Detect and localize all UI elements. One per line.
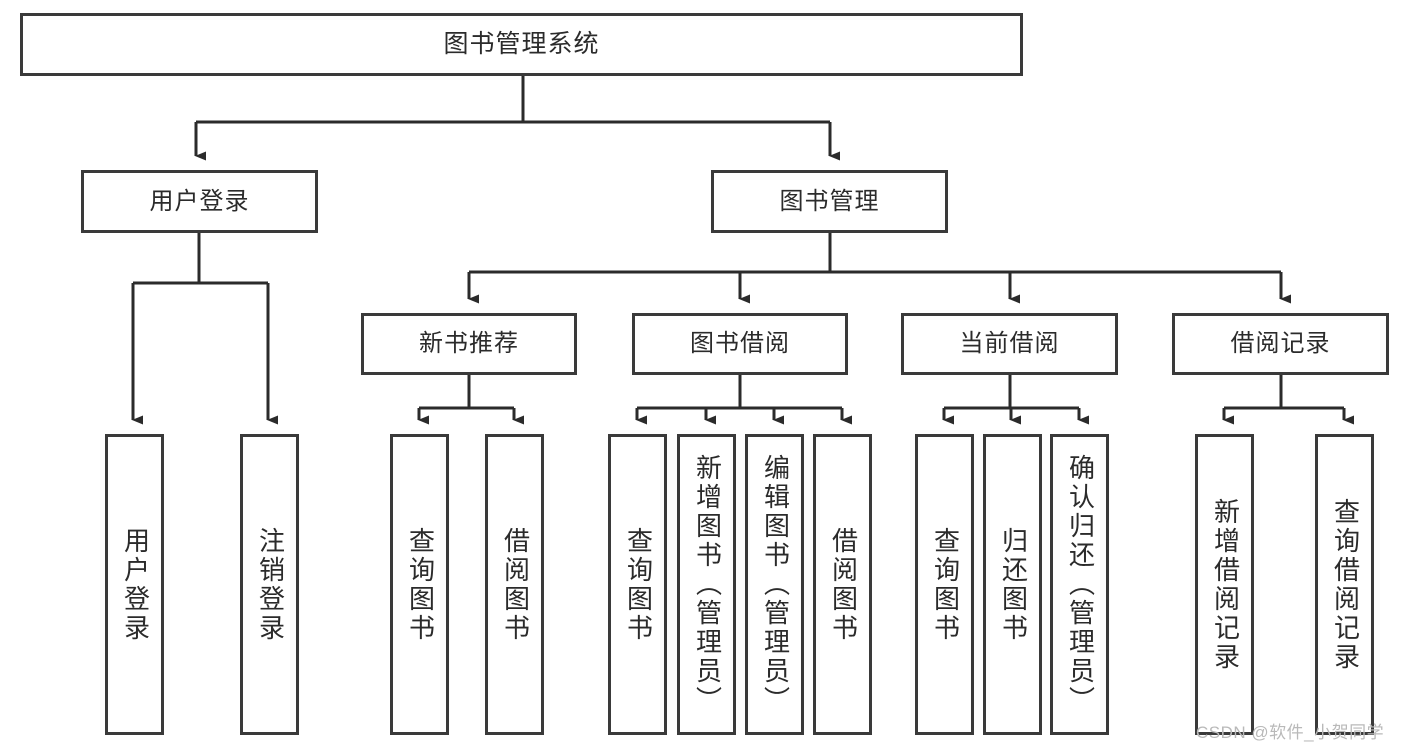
leaf-label: 查询图书	[930, 526, 961, 643]
node-book-borrow[interactable]: 图书借阅	[632, 313, 848, 375]
leaf-label: 新增借阅记录	[1210, 497, 1241, 672]
leaf-book-borrow-borrow[interactable]: 借阅图书	[813, 434, 872, 735]
leaf-user-login-login[interactable]: 用户登录	[105, 434, 164, 735]
leaf-borrow-record-add[interactable]: 新增借阅记录	[1195, 434, 1254, 735]
leaf-label: 查询图书	[405, 526, 436, 643]
leaf-book-borrow-edit[interactable]: 编辑图书（管理员）	[745, 434, 804, 735]
leaf-new-book-query[interactable]: 查询图书	[390, 434, 449, 735]
leaf-label: 归还图书	[998, 526, 1029, 643]
leaf-label: 确认归还（管理员）	[1065, 454, 1096, 715]
leaf-label: 查询借阅记录	[1330, 497, 1361, 672]
leaf-current-borrow-query[interactable]: 查询图书	[915, 434, 974, 735]
leaf-label: 新增图书（管理员）	[692, 454, 723, 715]
leaf-label: 借阅图书	[500, 526, 531, 643]
leaf-current-borrow-return[interactable]: 归还图书	[983, 434, 1042, 735]
leaf-current-borrow-confirm[interactable]: 确认归还（管理员）	[1050, 434, 1109, 735]
leaf-borrow-record-query[interactable]: 查询借阅记录	[1315, 434, 1374, 735]
leaf-label: 编辑图书（管理员）	[760, 454, 791, 715]
leaf-book-borrow-add[interactable]: 新增图书（管理员）	[677, 434, 736, 735]
csdn-watermark: CSDN @软件_小贺同学	[1196, 723, 1385, 742]
leaf-label: 查询图书	[623, 526, 654, 643]
node-borrow-record[interactable]: 借阅记录	[1172, 313, 1389, 375]
node-current-borrow[interactable]: 当前借阅	[901, 313, 1118, 375]
node-root-system[interactable]: 图书管理系统	[20, 13, 1023, 76]
leaf-label: 用户登录	[120, 526, 151, 643]
leaf-book-borrow-query[interactable]: 查询图书	[608, 434, 667, 735]
node-user-login[interactable]: 用户登录	[81, 170, 318, 233]
node-book-management[interactable]: 图书管理	[711, 170, 948, 233]
leaf-label: 借阅图书	[828, 526, 859, 643]
leaf-user-login-logout[interactable]: 注销登录	[240, 434, 299, 735]
leaf-new-book-borrow[interactable]: 借阅图书	[485, 434, 544, 735]
node-new-book-recommend[interactable]: 新书推荐	[361, 313, 577, 375]
leaf-label: 注销登录	[255, 526, 286, 643]
